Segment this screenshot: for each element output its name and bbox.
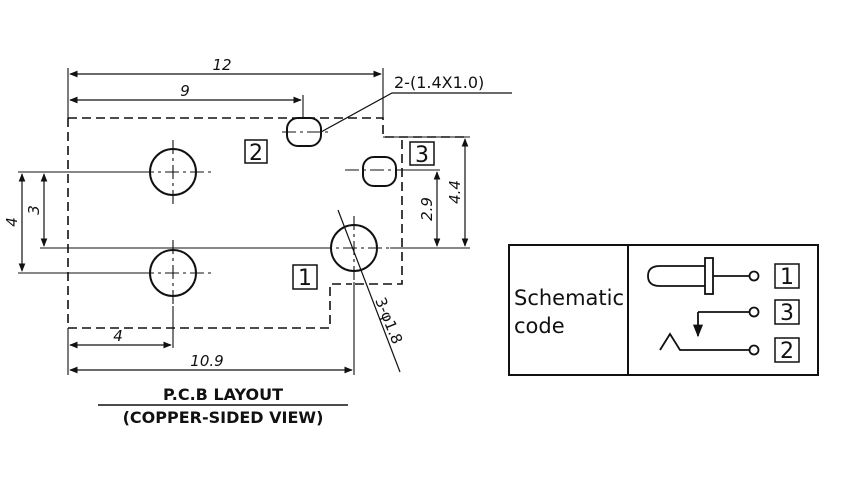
round-hole-upper-left: [149, 148, 197, 196]
schematic-label-line1: Schematic: [514, 286, 624, 310]
dim-text-4-bottom: 4: [113, 327, 123, 345]
schematic-box: Schematic code 1 3 2: [508, 244, 819, 376]
pcb-outline: [67, 117, 465, 329]
pcb-pin-2-label: 2: [249, 141, 263, 166]
round-holes: [149, 148, 378, 297]
dim-text-9: 9: [180, 82, 190, 100]
extension-lines: [18, 68, 470, 375]
round-hole-pin1: [330, 224, 378, 272]
dim-text-4-left: 4: [3, 217, 21, 227]
dim-text-10-9: 10.9: [190, 352, 223, 370]
dim-text-12: 12: [212, 56, 231, 74]
schematic-label-line2: code: [514, 314, 565, 338]
pcb-pin-3-label: 3: [415, 143, 429, 168]
dim-text-2-9: 2.9: [418, 197, 436, 221]
round-hole-callout: 3-φ1.8: [371, 295, 406, 347]
slot-hole-pin3: [362, 156, 397, 187]
dimension-lines: [18, 70, 469, 374]
caption-subtitle: (COPPER-SIDED VIEW): [123, 408, 324, 427]
schematic-pin-1: 1: [780, 265, 794, 290]
round-hole-leader: [337, 209, 401, 373]
spring-contact-icon: [659, 306, 760, 356]
round-hole-lower-left: [149, 249, 197, 297]
slot-hole-leader: [320, 92, 512, 133]
plug-pin-icon: [647, 257, 760, 295]
leader-lines: [320, 92, 512, 373]
centre-lines: [140, 131, 400, 306]
dim-text-4-4: 4.4: [446, 180, 464, 204]
caption-title: P.C.B LAYOUT: [163, 385, 283, 404]
schematic-pin-3: 3: [780, 301, 794, 326]
pcb-pin-1-label: 1: [298, 266, 312, 291]
dim-text-3-left: 3: [25, 205, 43, 215]
pcb-pin-labels: 2 3 1: [244, 139, 435, 291]
slot-holes: [286, 117, 397, 187]
schematic-pin-2: 2: [780, 339, 794, 364]
slot-hole-callout: 2-(1.4X1.0): [394, 73, 484, 92]
